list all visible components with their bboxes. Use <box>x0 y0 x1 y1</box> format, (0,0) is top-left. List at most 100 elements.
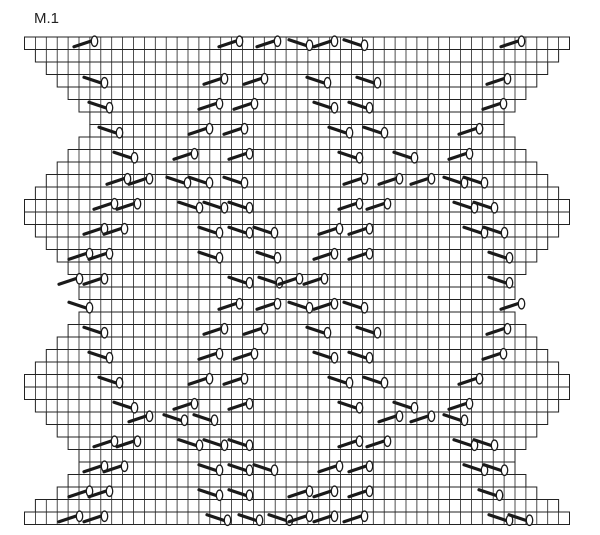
cable-cross-right-icon <box>312 297 339 311</box>
chart-row <box>24 36 570 50</box>
cable-cross-left-icon <box>197 225 224 239</box>
cable-cross-right-icon <box>409 410 436 424</box>
cable-cross-right-icon <box>409 172 436 186</box>
cable-cross-left-icon <box>392 150 419 164</box>
cable-cross-left-icon <box>342 300 369 314</box>
cable-cross-left-icon <box>162 413 189 427</box>
cable-cross-right-icon <box>499 297 526 311</box>
cable-cross-right-icon <box>255 35 282 49</box>
cable-cross-right-icon <box>57 510 84 524</box>
cable-cross-right-icon <box>302 272 329 286</box>
cable-cross-left-icon <box>237 513 264 527</box>
cable-cross-right-icon <box>347 460 374 474</box>
chart-row <box>78 99 516 113</box>
chart-row <box>45 236 549 250</box>
chart-row <box>89 124 505 138</box>
cable-cross-left-icon <box>97 375 124 389</box>
cable-cross-right-icon <box>92 435 119 449</box>
cable-cross-right-icon <box>347 222 374 236</box>
cable-cross-right-icon <box>102 222 129 236</box>
cable-cross-right-icon <box>222 122 249 136</box>
cable-cross-left-icon <box>477 488 504 502</box>
cable-cross-left-icon <box>362 375 389 389</box>
cable-cross-left-icon <box>347 100 374 114</box>
cable-cross-left-icon <box>487 275 514 289</box>
cable-cross-left-icon <box>227 225 254 239</box>
cable-cross-left-icon <box>487 513 514 527</box>
cable-cross-right-icon <box>92 197 119 211</box>
cable-cross-left-icon <box>197 488 224 502</box>
cable-cross-right-icon <box>287 485 314 499</box>
cable-cross-left-icon <box>87 350 114 364</box>
cable-cross-right-icon <box>347 485 374 499</box>
cable-cross-right-icon <box>377 410 404 424</box>
cable-cross-right-icon <box>337 197 364 211</box>
cable-cross-right-icon <box>365 435 392 449</box>
chart-row <box>78 311 516 325</box>
chart-row <box>56 74 538 88</box>
cable-cross-left-icon <box>327 375 354 389</box>
chart-row <box>45 411 549 425</box>
chart-row <box>24 386 570 400</box>
cable-cross-left-icon <box>312 350 339 364</box>
cable-cross-right-icon <box>312 247 339 261</box>
cable-cross-left-icon <box>82 325 109 339</box>
cable-cross-left-icon <box>97 125 124 139</box>
cable-cross-right-icon <box>127 410 154 424</box>
chart-row <box>45 349 549 363</box>
chart-row <box>67 86 527 100</box>
chart-row <box>34 499 560 513</box>
chart-row <box>24 211 570 225</box>
chart-row <box>78 136 516 150</box>
cable-cross-left-icon <box>202 200 229 214</box>
cable-cross-left-icon <box>347 350 374 364</box>
chart-row <box>34 49 560 63</box>
cable-cross-left-icon <box>227 488 254 502</box>
cable-cross-left-icon <box>355 75 382 89</box>
chart-label: M.1 <box>34 10 60 27</box>
cable-cross-right-icon <box>277 272 304 286</box>
cable-cross-left-icon <box>472 200 499 214</box>
cable-cross-left-icon <box>255 250 282 264</box>
cable-cross-left-icon <box>205 513 232 527</box>
cable-cross-right-icon <box>82 510 109 524</box>
cable-cross-right-icon <box>347 247 374 261</box>
chart-grid <box>24 36 570 525</box>
cable-cross-right-icon <box>312 510 339 524</box>
cable-cross-right-icon <box>102 460 129 474</box>
cable-cross-right-icon <box>317 460 344 474</box>
cable-cross-right-icon <box>187 372 214 386</box>
cable-cross-left-icon <box>192 413 219 427</box>
cable-cross-right-icon <box>197 347 224 361</box>
cable-cross-right-icon <box>227 147 254 161</box>
cable-cross-left-icon <box>165 175 192 189</box>
cable-cross-right-icon <box>365 197 392 211</box>
cable-cross-right-icon <box>232 97 259 111</box>
cable-cross-left-icon <box>442 413 469 427</box>
cable-cross-left-icon <box>337 150 364 164</box>
cable-cross-left-icon <box>487 250 514 264</box>
cable-cross-left-icon <box>252 225 279 239</box>
cable-cross-left-icon <box>177 438 204 452</box>
cable-cross-left-icon <box>227 438 254 452</box>
cable-cross-left-icon <box>287 38 314 52</box>
cable-symbols <box>57 35 534 527</box>
cable-cross-left-icon <box>462 463 489 477</box>
cable-cross-right-icon <box>202 322 229 336</box>
cable-cross-left-icon <box>82 75 109 89</box>
cable-cross-right-icon <box>337 435 364 449</box>
cable-cross-left-icon <box>482 463 509 477</box>
cable-cross-left-icon <box>67 300 94 314</box>
chart-row <box>67 324 527 338</box>
chart-row <box>56 249 538 263</box>
cable-cross-right-icon <box>72 35 99 49</box>
cable-cross-left-icon <box>197 463 224 477</box>
cable-cross-right-icon <box>217 297 244 311</box>
chart-row <box>56 161 538 175</box>
cable-cross-left-icon <box>87 100 114 114</box>
cable-cross-left-icon <box>177 200 204 214</box>
cable-cross-right-icon <box>105 172 132 186</box>
cable-cross-left-icon <box>327 125 354 139</box>
cable-cross-right-icon <box>499 35 526 49</box>
cable-cross-right-icon <box>317 222 344 236</box>
